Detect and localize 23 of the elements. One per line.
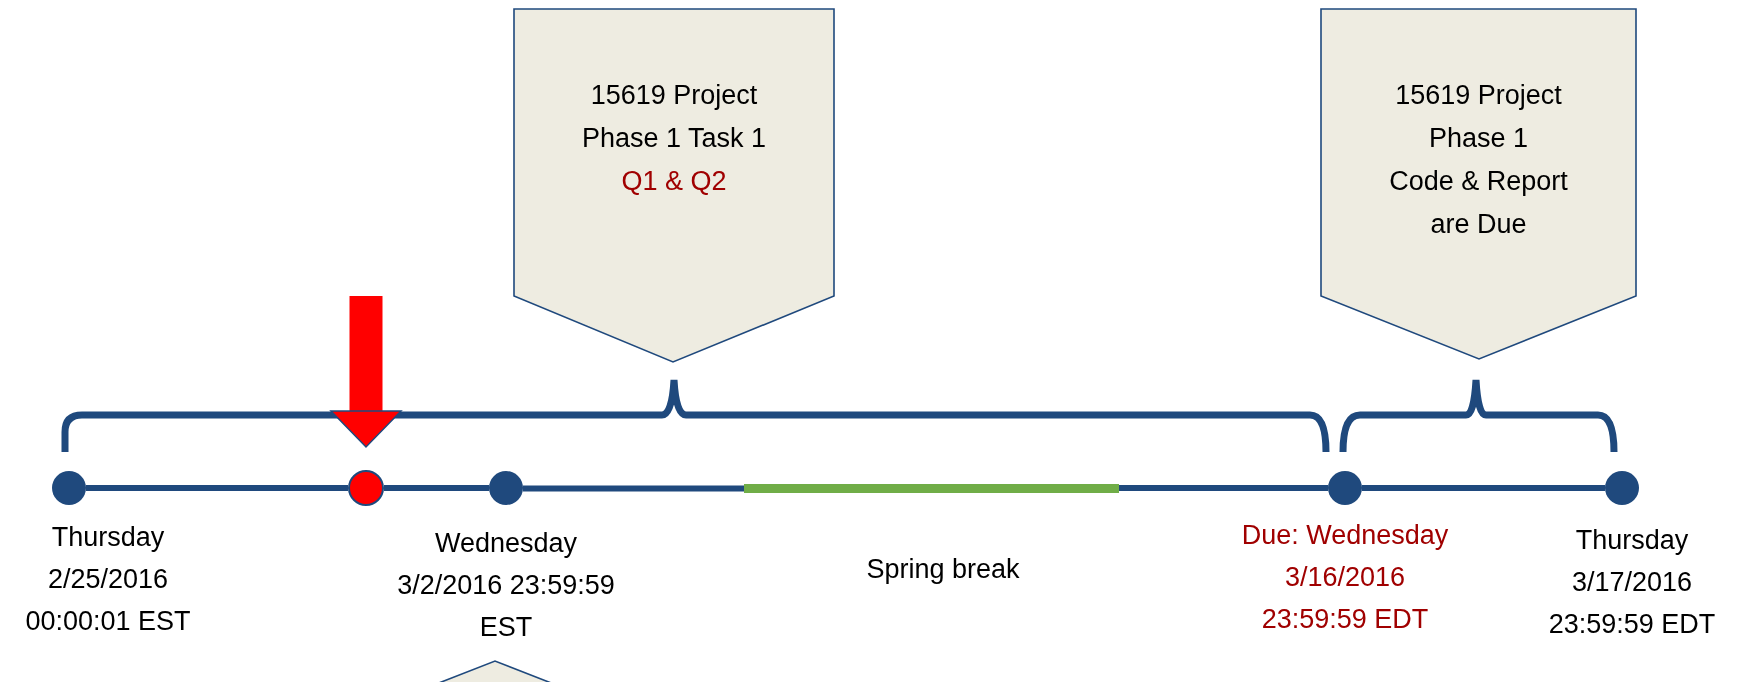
- callout-text: 15619 Project Phase 1: [1394, 79, 1563, 155]
- timeline-dot: [52, 471, 86, 505]
- date-label: Spring break: [865, 553, 1021, 586]
- pointer-arrow: [330, 296, 402, 448]
- timeline-line: [1362, 485, 1605, 491]
- period-bar: [744, 484, 1119, 493]
- timeline-dot: [1328, 471, 1362, 505]
- timeline-line: [1119, 485, 1328, 491]
- timeline-dot: [348, 470, 384, 506]
- callout-text: Code & Report are Due: [1388, 165, 1569, 241]
- date-label: Due: Wednesday 3/16/2016 23:59:59 EDT: [1240, 519, 1450, 636]
- date-label: Thursday 3/17/2016 23:59:59 EDT: [1547, 524, 1717, 641]
- callout-shape: [513, 8, 835, 363]
- callout-shape: [1320, 8, 1637, 360]
- date-label: Thursday 2/25/2016 00:00:01 EST: [24, 521, 192, 638]
- timeline-dot: [489, 471, 523, 505]
- timeline-dot: [1605, 471, 1639, 505]
- timeline-line: [384, 485, 489, 491]
- timeline-line: [523, 485, 744, 492]
- timeline-line: [86, 485, 348, 491]
- date-label: Wednesday 3/2/2016 23:59:59 EST: [396, 527, 616, 644]
- callout-text: Q1 & Q2: [621, 165, 727, 198]
- callout-text: 15619 Project Phase 1 Task 1: [580, 79, 768, 155]
